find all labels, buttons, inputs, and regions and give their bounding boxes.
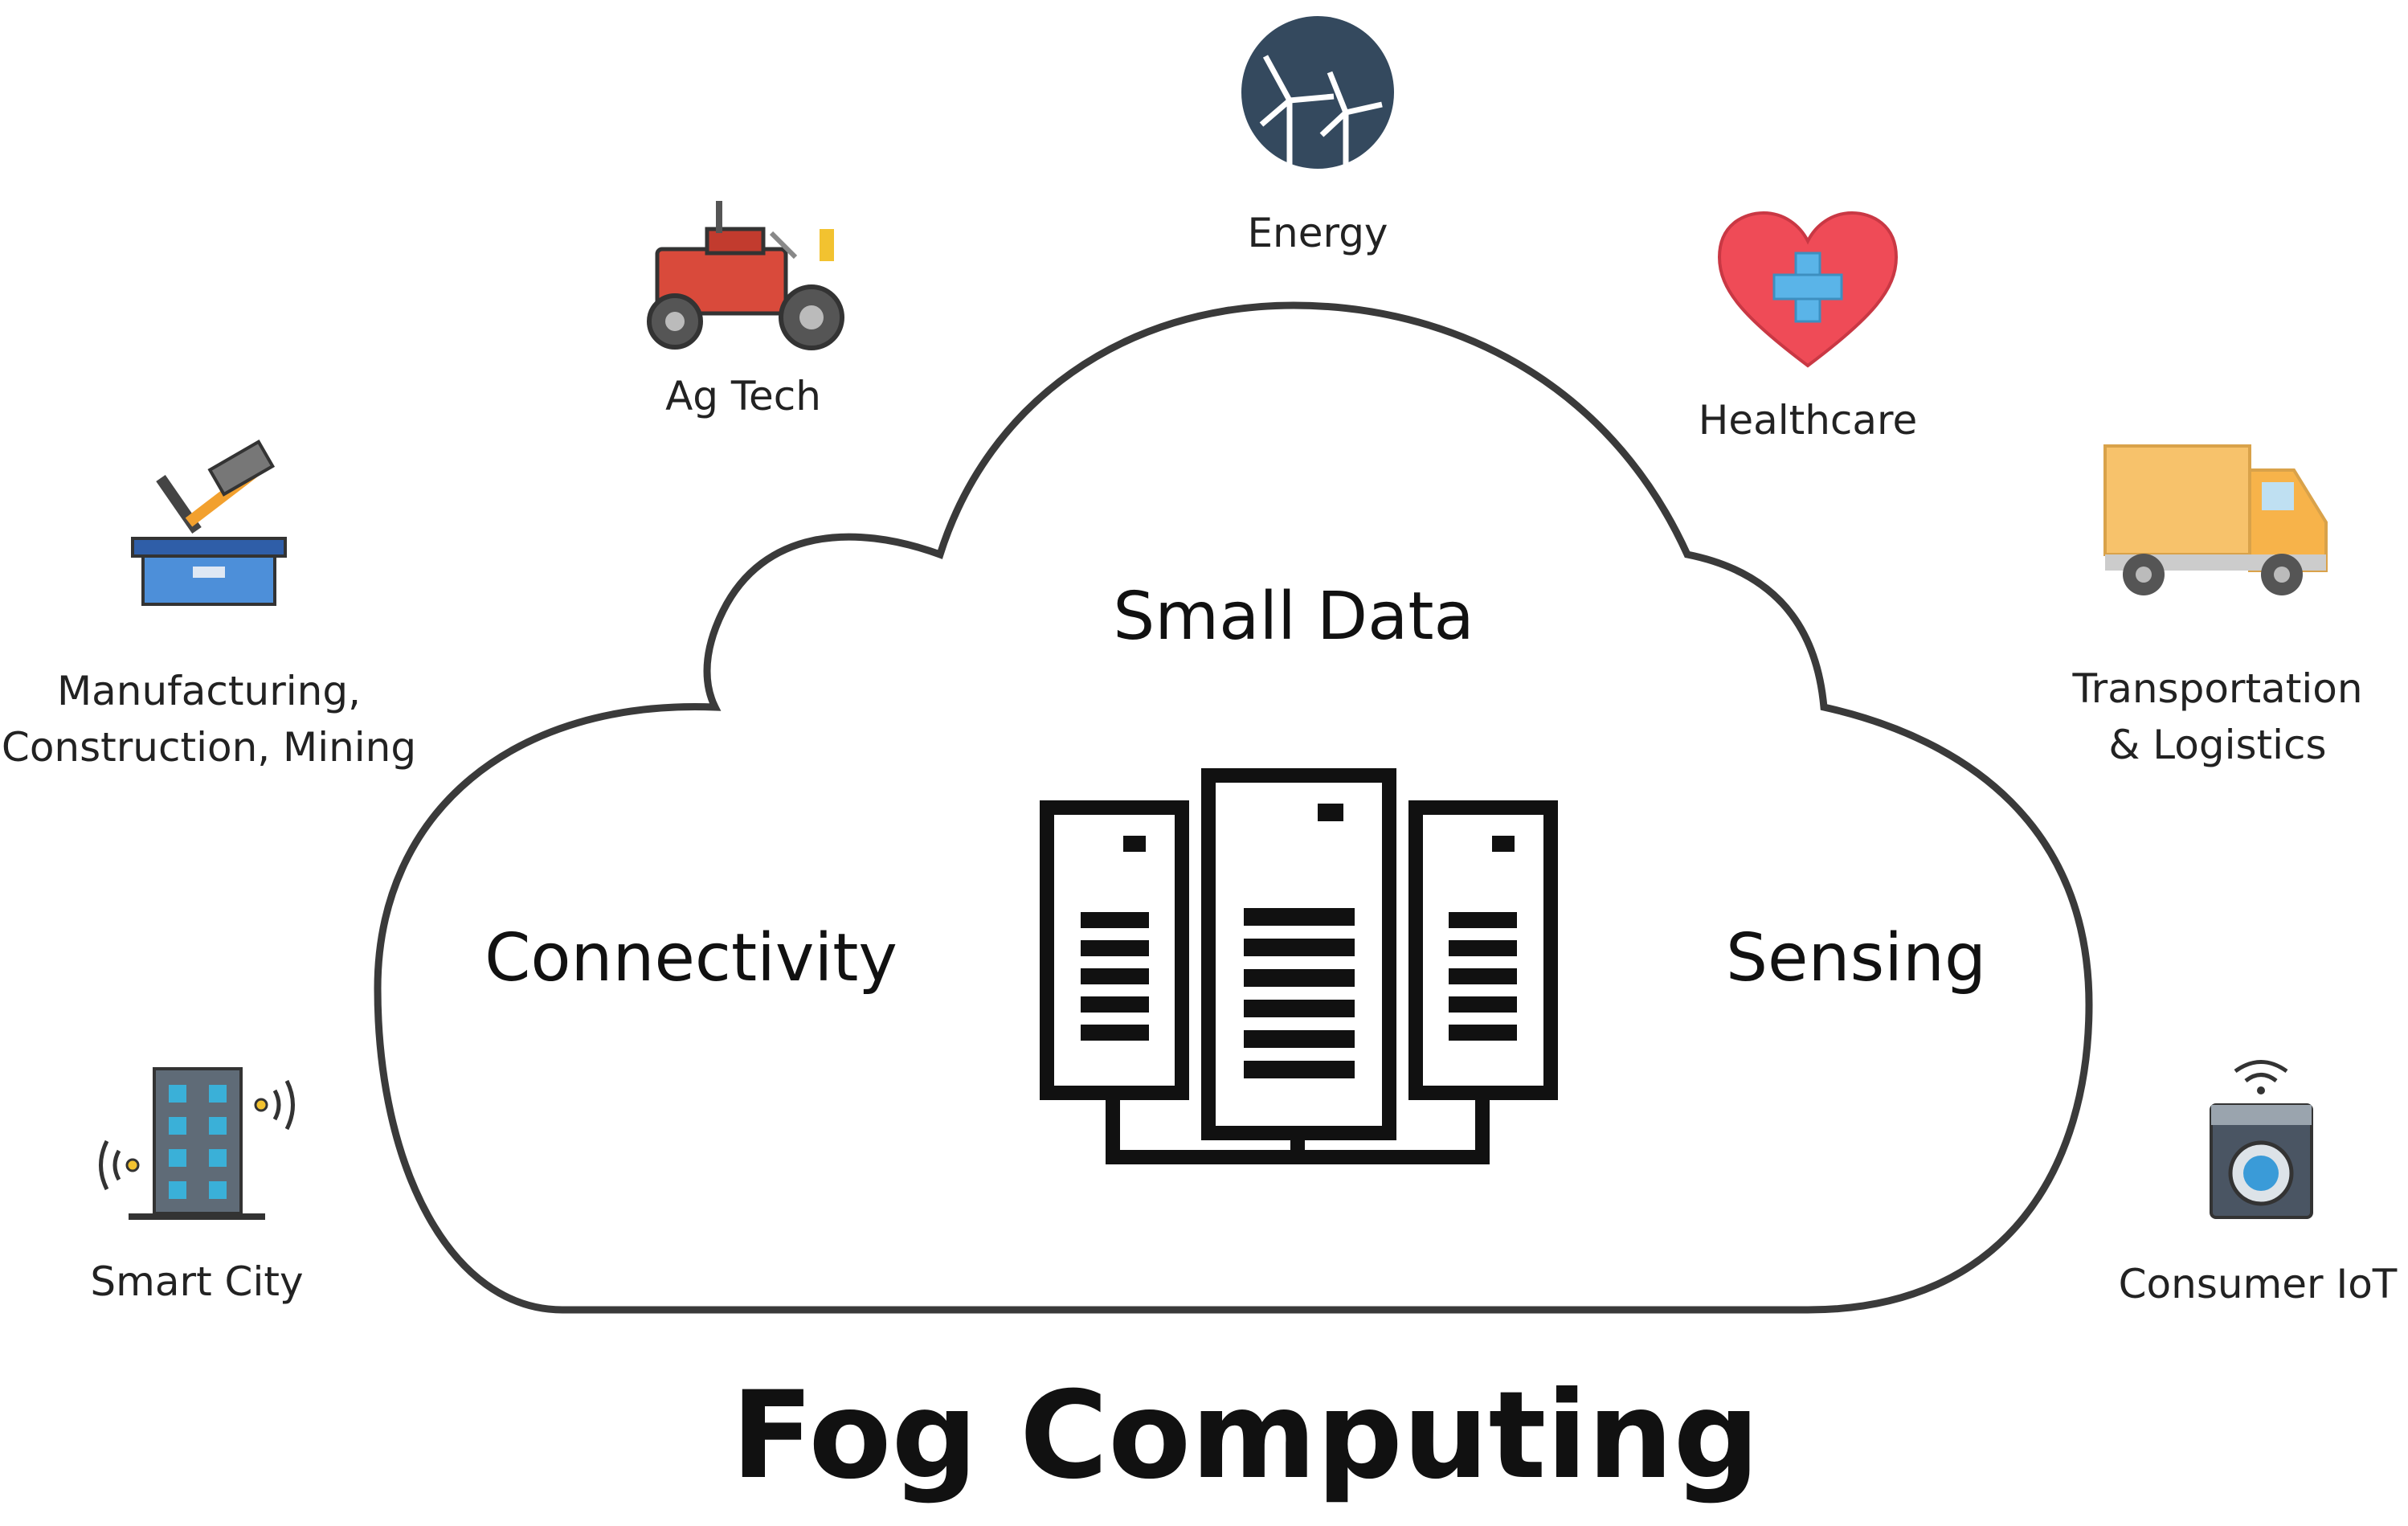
wind-turbine-icon xyxy=(1241,16,1394,169)
manufacturing-label-line-1: Manufacturing, xyxy=(57,668,361,714)
transportation-label-line-2: & Logistics xyxy=(2108,722,2327,768)
toolbox-icon xyxy=(131,440,287,606)
manufacturing-label: Manufacturing, Construction, Mining xyxy=(0,663,418,775)
server-rack-icon xyxy=(1040,768,1558,1164)
diagram-title: Fog Computing xyxy=(731,1366,1760,1506)
server-rack-details xyxy=(1081,804,1517,1078)
heart-cross-icon xyxy=(1717,211,1899,368)
truck-icon xyxy=(2103,444,2328,595)
agtech-label: Ag Tech xyxy=(665,373,821,419)
energy-label: Energy xyxy=(1247,210,1388,256)
healthcare-label: Healthcare xyxy=(1698,397,1918,444)
tractor-icon xyxy=(647,201,844,350)
manufacturing-label-line-2: Construction, Mining xyxy=(1,724,417,771)
small-data-label: Small Data xyxy=(1113,579,1474,655)
smart-washer-icon xyxy=(2210,1060,2313,1219)
cloud-shape xyxy=(374,301,2093,1314)
smartcity-label: Smart City xyxy=(90,1258,304,1305)
connectivity-label: Connectivity xyxy=(484,920,897,996)
consumeriot-label: Consumer IoT xyxy=(2118,1261,2398,1307)
transportation-label-line-1: Transportation xyxy=(2072,665,2363,712)
smart-building-icon xyxy=(99,1067,295,1220)
transportation-label: Transportation & Logistics xyxy=(2049,661,2386,773)
sensing-label: Sensing xyxy=(1726,920,1986,996)
